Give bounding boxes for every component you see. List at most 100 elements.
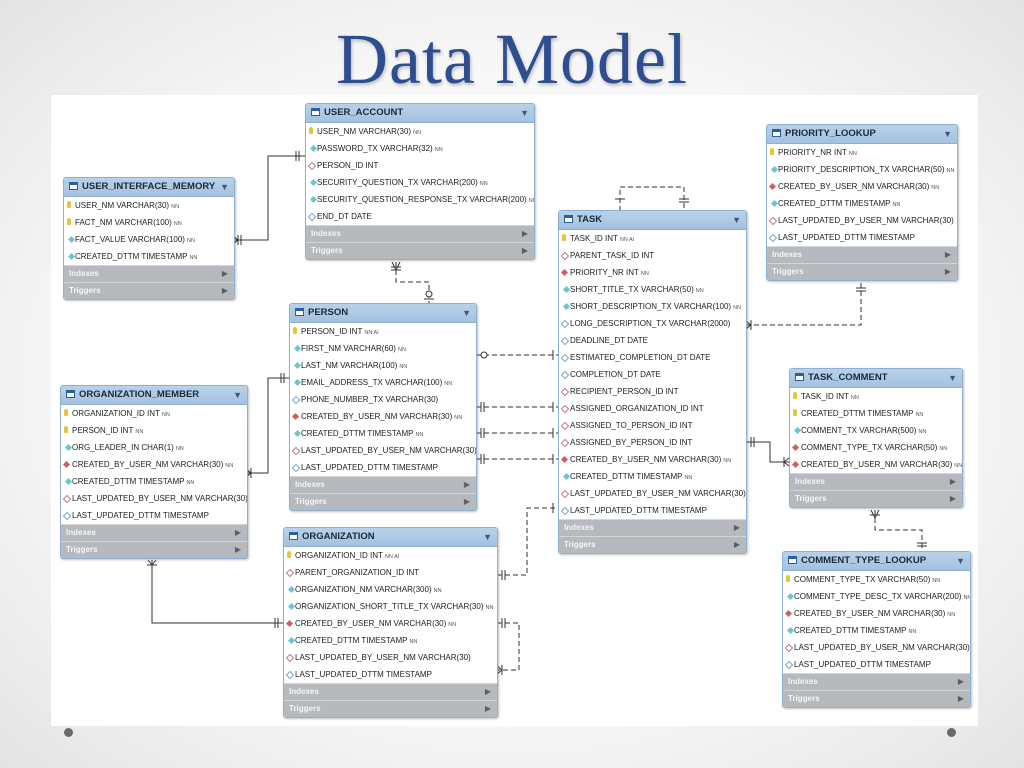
triggers-section[interactable]: Triggers▶ — [284, 700, 497, 717]
expand-arrow-icon[interactable]: ▶ — [944, 267, 951, 276]
column-row[interactable]: ESTIMATED_COMPLETION_DT DATE — [559, 349, 746, 366]
column-row[interactable]: CREATED_BY_USER_NM VARCHAR(30)NN — [559, 451, 746, 468]
expand-arrow-icon[interactable]: ▶ — [234, 528, 241, 537]
triggers-section[interactable]: Triggers▶ — [306, 242, 534, 259]
table-header[interactable]: COMMENT_TYPE_LOOKUP▼ — [783, 552, 970, 571]
table-menu-arrow-icon[interactable]: ▼ — [520, 108, 529, 118]
expand-arrow-icon[interactable]: ▶ — [521, 229, 528, 238]
expand-arrow-icon[interactable]: ▶ — [463, 480, 470, 489]
column-row[interactable]: ASSIGNED_ORGANIZATION_ID INT — [559, 400, 746, 417]
expand-arrow-icon[interactable]: ▶ — [957, 677, 964, 686]
column-row[interactable]: CREATED_BY_USER_NM VARCHAR(30)NN — [790, 456, 962, 473]
column-row[interactable]: FACT_VALUE VARCHAR(100)NN — [64, 231, 234, 248]
column-row[interactable]: LAST_UPDATED_DTTM TIMESTAMP — [61, 507, 247, 524]
column-row[interactable]: LAST_UPDATED_BY_USER_NM VARCHAR(30) — [559, 485, 746, 502]
table-header[interactable]: TASK_COMMENT▼ — [790, 369, 962, 388]
column-row[interactable]: LAST_UPDATED_BY_USER_NM VARCHAR(30) — [290, 442, 476, 459]
column-row[interactable]: EMAIL_ADDRESS_TX VARCHAR(100)NN — [290, 374, 476, 391]
column-row[interactable]: COMMENT_TX VARCHAR(500)NN — [790, 422, 962, 439]
column-row[interactable]: DEADLINE_DT DATE — [559, 332, 746, 349]
column-row[interactable]: LAST_UPDATED_BY_USER_NM VARCHAR(30) — [61, 490, 247, 507]
table-menu-arrow-icon[interactable]: ▼ — [220, 182, 229, 192]
table-menu-arrow-icon[interactable]: ▼ — [943, 129, 952, 139]
column-row[interactable]: COMMENT_TYPE_TX VARCHAR(50)NN — [783, 571, 970, 588]
table-header[interactable]: USER_ACCOUNT▼ — [306, 104, 534, 123]
column-row[interactable]: PASSWORD_TX VARCHAR(32)NN — [306, 140, 534, 157]
expand-arrow-icon[interactable]: ▶ — [484, 704, 491, 713]
table-header[interactable]: USER_INTERFACE_MEMORY▼ — [64, 178, 234, 197]
expand-arrow-icon[interactable]: ▶ — [949, 494, 956, 503]
column-row[interactable]: LAST_UPDATED_BY_USER_NM VARCHAR(30) — [284, 649, 497, 666]
table-user-interface-memory[interactable]: USER_INTERFACE_MEMORY▼USER_NM VARCHAR(30… — [63, 177, 235, 300]
table-menu-arrow-icon[interactable]: ▼ — [732, 215, 741, 225]
column-row[interactable]: PRIORITY_DESCRIPTION_TX VARCHAR(50)NN — [767, 161, 957, 178]
indexes-section[interactable]: Indexes▶ — [559, 519, 746, 536]
column-row[interactable]: CREATED_BY_USER_NM VARCHAR(30)NN — [61, 456, 247, 473]
indexes-section[interactable]: Indexes▶ — [64, 265, 234, 282]
column-row[interactable]: LAST_UPDATED_DTTM TIMESTAMP — [284, 666, 497, 683]
indexes-section[interactable]: Indexes▶ — [783, 673, 970, 690]
triggers-section[interactable]: Triggers▶ — [64, 282, 234, 299]
expand-arrow-icon[interactable]: ▶ — [733, 540, 740, 549]
column-row[interactable]: LAST_UPDATED_DTTM TIMESTAMP — [783, 656, 970, 673]
column-row[interactable]: END_DT DATE — [306, 208, 534, 225]
table-comment-type-lookup[interactable]: COMMENT_TYPE_LOOKUP▼COMMENT_TYPE_TX VARC… — [782, 551, 971, 708]
column-row[interactable]: ASSIGNED_TO_PERSON_ID INT — [559, 417, 746, 434]
column-row[interactable]: LAST_NM VARCHAR(100)NN — [290, 357, 476, 374]
table-header[interactable]: PERSON▼ — [290, 304, 476, 323]
expand-arrow-icon[interactable]: ▶ — [221, 286, 228, 295]
column-row[interactable]: FACT_NM VARCHAR(100)NN — [64, 214, 234, 231]
column-row[interactable]: SECURITY_QUESTION_TX VARCHAR(200)NN — [306, 174, 534, 191]
indexes-section[interactable]: Indexes▶ — [767, 246, 957, 263]
table-header[interactable]: PRIORITY_LOOKUP▼ — [767, 125, 957, 144]
column-row[interactable]: FIRST_NM VARCHAR(60)NN — [290, 340, 476, 357]
triggers-section[interactable]: Triggers▶ — [790, 490, 962, 507]
expand-arrow-icon[interactable]: ▶ — [957, 694, 964, 703]
column-row[interactable]: LAST_UPDATED_DTTM TIMESTAMP — [559, 502, 746, 519]
column-row[interactable]: LONG_DESCRIPTION_TX VARCHAR(2000) — [559, 315, 746, 332]
column-row[interactable]: USER_NM VARCHAR(30)NN — [64, 197, 234, 214]
expand-arrow-icon[interactable]: ▶ — [221, 269, 228, 278]
table-header[interactable]: TASK▼ — [559, 211, 746, 230]
triggers-section[interactable]: Triggers▶ — [61, 541, 247, 558]
triggers-section[interactable]: Triggers▶ — [559, 536, 746, 553]
column-row[interactable]: LAST_UPDATED_DTTM TIMESTAMP — [290, 459, 476, 476]
expand-arrow-icon[interactable]: ▶ — [949, 477, 956, 486]
table-header[interactable]: ORGANIZATION▼ — [284, 528, 497, 547]
table-menu-arrow-icon[interactable]: ▼ — [483, 532, 492, 542]
column-row[interactable]: SHORT_DESCRIPTION_TX VARCHAR(100)NN — [559, 298, 746, 315]
table-menu-arrow-icon[interactable]: ▼ — [233, 390, 242, 400]
column-row[interactable]: USER_NM VARCHAR(30)NN — [306, 123, 534, 140]
expand-arrow-icon[interactable]: ▶ — [944, 250, 951, 259]
column-row[interactable]: PHONE_NUMBER_TX VARCHAR(30) — [290, 391, 476, 408]
column-row[interactable]: ORGANIZATION_SHORT_TITLE_TX VARCHAR(30)N… — [284, 598, 497, 615]
indexes-section[interactable]: Indexes▶ — [290, 476, 476, 493]
table-header[interactable]: ORGANIZATION_MEMBER▼ — [61, 386, 247, 405]
triggers-section[interactable]: Triggers▶ — [290, 493, 476, 510]
column-row[interactable]: CREATED_BY_USER_NM VARCHAR(30)NN — [783, 605, 970, 622]
column-row[interactable]: COMMENT_TYPE_TX VARCHAR(50)NN — [790, 439, 962, 456]
column-row[interactable]: PERSON_ID INT — [306, 157, 534, 174]
column-row[interactable]: PARENT_ORGANIZATION_ID INT — [284, 564, 497, 581]
triggers-section[interactable]: Triggers▶ — [783, 690, 970, 707]
column-row[interactable]: PARENT_TASK_ID INT — [559, 247, 746, 264]
expand-arrow-icon[interactable]: ▶ — [733, 523, 740, 532]
indexes-section[interactable]: Indexes▶ — [61, 524, 247, 541]
column-row[interactable]: SECURITY_QUESTION_RESPONSE_TX VARCHAR(20… — [306, 191, 534, 208]
